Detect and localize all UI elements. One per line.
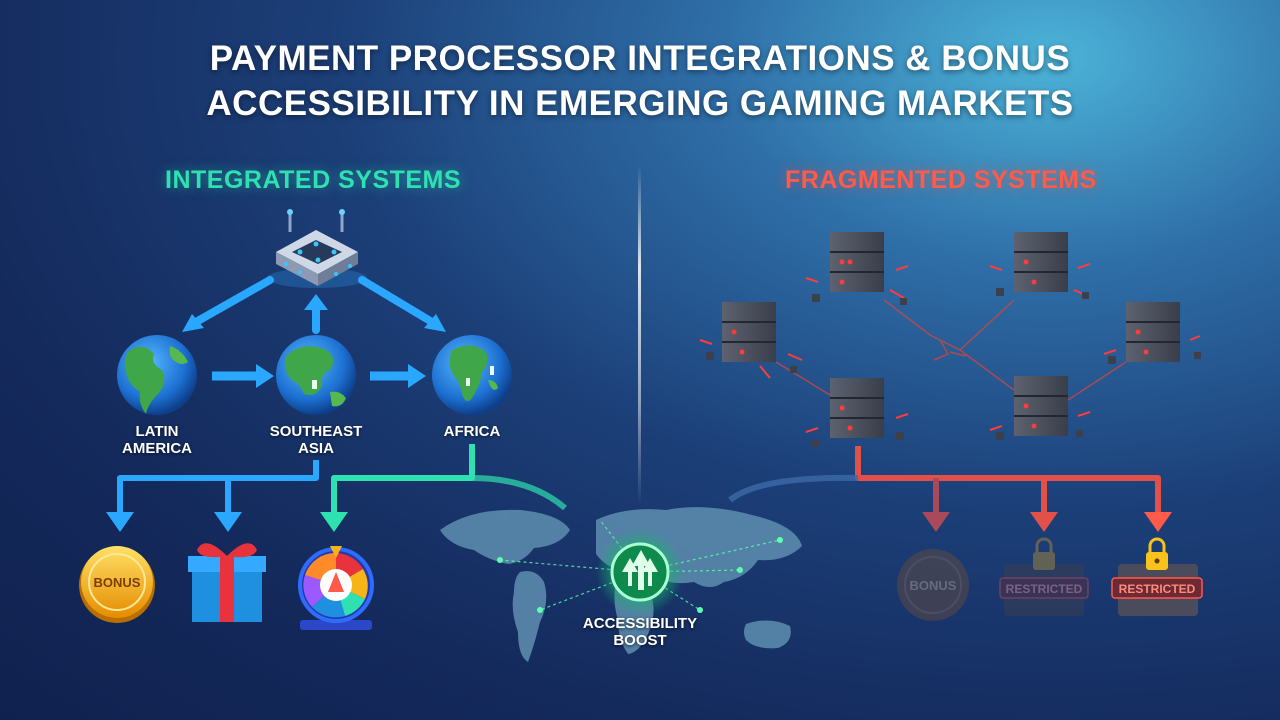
page-title: PAYMENT PROCESSOR INTEGRATIONS & BONUS A… bbox=[0, 36, 1280, 126]
integrated-distribution-lines bbox=[117, 444, 567, 512]
arrow-head bbox=[1144, 512, 1172, 532]
globe-africa-icon bbox=[432, 335, 512, 415]
server-stack-icon bbox=[699, 302, 803, 379]
faded-bonus-coin-label: BONUS bbox=[910, 578, 957, 593]
title-line-2: ACCESSIBILITY IN EMERGING GAMING MARKETS bbox=[206, 84, 1074, 123]
router-icon bbox=[267, 209, 367, 288]
server-stack-icon bbox=[1103, 302, 1201, 362]
bonus-coin-icon: BONUS bbox=[79, 546, 155, 623]
region-label-southeast-asia: SOUTHEAST ASIA bbox=[269, 423, 363, 457]
prize-wheel-icon bbox=[298, 546, 374, 630]
fragmented-servers bbox=[699, 232, 1201, 456]
fragmented-distribution-lines bbox=[728, 446, 1161, 512]
arrow-head bbox=[320, 512, 348, 532]
faded-bonus-coin-icon: BONUS bbox=[897, 549, 969, 621]
arrow-head bbox=[182, 314, 204, 332]
restricted-label-2: RESTRICTED bbox=[1119, 582, 1196, 596]
restricted-chest-icon: RESTRICTED bbox=[999, 537, 1089, 616]
integrated-systems-heading: INTEGRATED SYSTEMS bbox=[165, 166, 462, 194]
globe-southeast-asia-icon bbox=[276, 335, 356, 415]
region-label-latin-america: LATIN AMERICA bbox=[122, 423, 192, 457]
title-line-1: PAYMENT PROCESSOR INTEGRATIONS & BONUS bbox=[209, 39, 1071, 78]
arrow-head bbox=[304, 294, 328, 310]
server-stack-icon bbox=[989, 376, 1091, 436]
broken-connections bbox=[775, 299, 1127, 401]
router-arrows bbox=[192, 276, 436, 334]
arrow-head bbox=[424, 314, 446, 332]
map-highlight-dots bbox=[497, 537, 783, 613]
region-label-africa: AFRICA bbox=[443, 423, 501, 440]
fragmented-systems-heading: FRAGMENTED SYSTEMS bbox=[785, 166, 1097, 194]
region-arrows bbox=[212, 364, 426, 388]
server-stack-icon bbox=[989, 232, 1091, 297]
restricted-chest-icon: RESTRICTED bbox=[1111, 537, 1203, 616]
bonus-coin-label: BONUS bbox=[94, 575, 141, 590]
arrow-head bbox=[106, 512, 134, 532]
accessibility-boost-label: ACCESSIBILITY BOOST bbox=[582, 615, 698, 649]
arrow-head bbox=[922, 512, 950, 532]
center-divider bbox=[638, 165, 641, 505]
arrow-head bbox=[214, 512, 242, 532]
accessibility-boost-hub bbox=[596, 528, 684, 616]
restricted-label-1: RESTRICTED bbox=[1006, 582, 1083, 596]
arrow-head bbox=[1030, 512, 1058, 532]
globe-latin-america-icon bbox=[117, 335, 197, 415]
up-arrows-icon bbox=[622, 550, 658, 590]
gift-box-icon bbox=[188, 543, 266, 622]
server-stack-icon bbox=[805, 232, 909, 299]
debris-cubes bbox=[706, 288, 1201, 447]
